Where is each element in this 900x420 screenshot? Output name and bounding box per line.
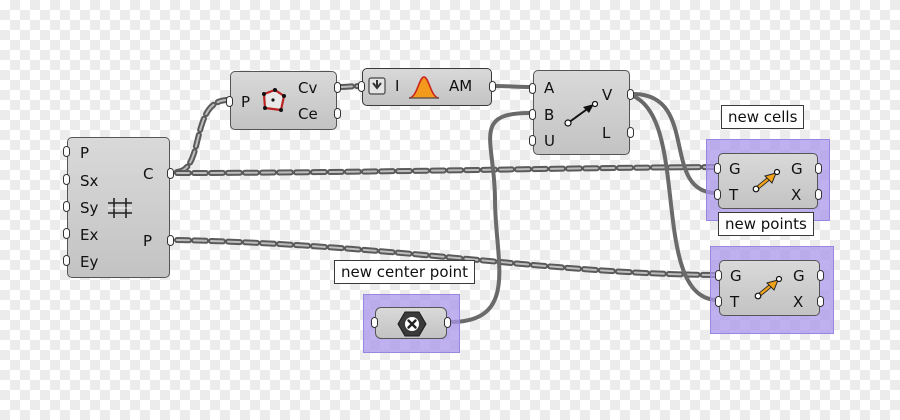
move-points-port-t[interactable]: [715, 296, 722, 307]
grid-port-sx[interactable]: [63, 174, 70, 185]
bell-curve-graph-icon: [408, 76, 440, 99]
wire-graph-to-attractor-a: [493, 84, 534, 89]
label-new-center-point: new center point: [334, 260, 476, 284]
grid-component[interactable]: P Sx Sy Ex Ey C P: [63, 137, 174, 278]
move-arrow-icon: [754, 275, 783, 300]
move-points-output-g: G: [793, 267, 805, 285]
grid-input-sy: Sy: [80, 199, 99, 217]
move-points-port-g-in[interactable]: [715, 270, 722, 281]
move-arrow-icon: [752, 168, 781, 193]
grid-icon: [108, 198, 132, 218]
move-points-input-g: G: [730, 267, 742, 285]
wire-point-to-attractor-b: [448, 110, 535, 324]
point-cross-icon: [397, 311, 427, 337]
move-points-port-x[interactable]: [817, 296, 824, 307]
wire-grid-c-to-area-p: [174, 97, 231, 175]
wire-attractor-v-to-points-t: [631, 94, 718, 302]
grid-output-c: C: [143, 165, 154, 183]
attractor-port-u[interactable]: [529, 135, 536, 146]
move-cells-port-x[interactable]: [815, 189, 822, 200]
point-port-out[interactable]: [444, 317, 451, 328]
grid-port-ey[interactable]: [63, 255, 70, 266]
grid-port-out-p[interactable]: [167, 235, 174, 246]
grid-port-c[interactable]: [167, 168, 174, 179]
move-cells-output-g: G: [791, 160, 803, 178]
attractor-input-a: A: [544, 79, 555, 97]
attractor-port-b[interactable]: [529, 109, 536, 120]
graph-port-in[interactable]: [358, 81, 365, 92]
wire-grid-c-to-cells-g: [174, 164, 718, 176]
move-points-port-g-out[interactable]: [817, 270, 824, 281]
area-port-ce[interactable]: [334, 108, 341, 119]
move-points-output-x: X: [793, 293, 804, 311]
label-new-cells: new cells: [721, 105, 805, 129]
vector-arrow-icon: [564, 101, 598, 127]
grid-input-ey: Ey: [80, 253, 99, 271]
label-new-points: new points: [718, 212, 814, 236]
attractor-port-v[interactable]: [627, 89, 634, 100]
area-output-cv: Cv: [298, 79, 318, 97]
grid-port-p[interactable]: [63, 146, 70, 157]
grid-input-ex: Ex: [80, 226, 99, 244]
attractor-input-b: B: [544, 106, 555, 124]
area-output-ce: Ce: [298, 105, 318, 123]
area-polygon-icon: [262, 88, 286, 112]
point-port-in[interactable]: [371, 317, 378, 328]
move-cells-port-g-out[interactable]: [815, 163, 822, 174]
move-cells-output-x: X: [791, 186, 802, 204]
move-points-component[interactable]: G T G X: [715, 260, 824, 316]
move-cells-port-t[interactable]: [714, 189, 721, 200]
attractor-output-v: V: [602, 86, 613, 104]
down-arrow-icon[interactable]: [368, 77, 386, 95]
grid-port-sy[interactable]: [63, 201, 70, 212]
graph-output-am: AM: [449, 77, 473, 95]
point-parameter[interactable]: [371, 307, 451, 339]
move-cells-component[interactable]: G T G X: [714, 153, 822, 209]
area-port-p[interactable]: [226, 96, 233, 107]
grid-output-p: P: [143, 232, 153, 250]
wire-attractor-v-to-cells-t: [631, 92, 718, 195]
move-points-input-t: T: [730, 293, 740, 311]
area-component[interactable]: P Cv Ce: [226, 71, 341, 130]
area-port-cv[interactable]: [334, 82, 341, 93]
grid-port-ex[interactable]: [63, 228, 70, 239]
attractor-port-l[interactable]: [627, 127, 634, 138]
attractor-port-a[interactable]: [529, 83, 536, 94]
graph-port-out[interactable]: [489, 81, 496, 92]
area-input-p: P: [241, 93, 251, 111]
attractor-input-u: U: [544, 132, 555, 150]
attractor-component[interactable]: A B U V L: [529, 70, 634, 155]
attractor-output-l: L: [602, 124, 611, 142]
move-cells-input-t: T: [729, 186, 739, 204]
graph-input-i: I: [395, 77, 400, 95]
graph-mapper-component[interactable]: I AM: [358, 68, 496, 106]
grid-input-sx: Sx: [80, 172, 99, 190]
move-cells-port-g-in[interactable]: [714, 163, 721, 174]
move-cells-input-g: G: [729, 160, 741, 178]
grid-input-p: P: [80, 144, 90, 162]
